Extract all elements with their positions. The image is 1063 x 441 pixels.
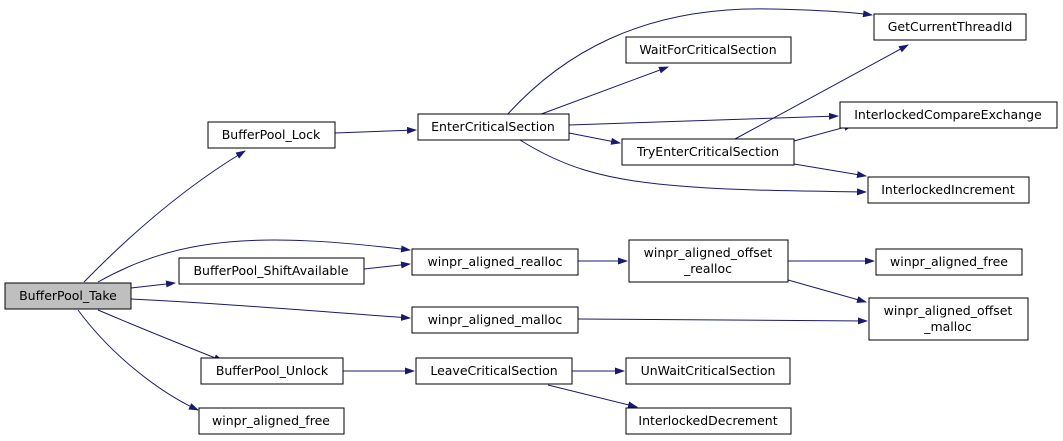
edge-enter-to-try-enter-critical-section bbox=[568, 132, 621, 145]
node-winpr-aligned-free-left-label: winpr_aligned_free bbox=[212, 413, 330, 428]
node-enter-critical-section-label: EnterCriticalSection bbox=[431, 119, 555, 134]
edge-enter-to-wait-for-critical-section bbox=[535, 66, 669, 117]
node-winpr-aligned-realloc[interactable]: winpr_aligned_realloc bbox=[411, 248, 579, 276]
edge-offset-realloc-to-offset-malloc bbox=[787, 279, 867, 303]
node-wait-for-critical-section[interactable]: WaitForCriticalSection bbox=[625, 36, 792, 64]
node-get-current-thread-id-label: GetCurrentThreadId bbox=[888, 19, 1013, 34]
node-interlocked-decrement[interactable]: InterlockedDecrement bbox=[625, 407, 792, 435]
node-winpr-aligned-free-right[interactable]: winpr_aligned_free bbox=[875, 248, 1023, 276]
edge-take-to-unlock bbox=[97, 309, 224, 362]
node-buffer-pool-shift-available-label: BufferPool_ShiftAvailable bbox=[193, 263, 348, 278]
node-winpr-aligned-free-right-label: winpr_aligned_free bbox=[890, 254, 1008, 269]
node-buffer-pool-shift-available[interactable]: BufferPool_ShiftAvailable bbox=[178, 257, 365, 285]
node-winpr-aligned-malloc-label: winpr_aligned_malloc bbox=[428, 312, 563, 327]
node-winpr-aligned-offset-malloc-label-line1: winpr_aligned_offset bbox=[884, 303, 1013, 318]
node-buffer-pool-lock[interactable]: BufferPool_Lock bbox=[207, 121, 336, 149]
node-wait-for-critical-section-label: WaitForCriticalSection bbox=[639, 42, 776, 57]
node-buffer-pool-unlock[interactable]: BufferPool_Unlock bbox=[200, 357, 344, 385]
edge-try-enter-to-get-current-thread-id bbox=[734, 44, 909, 140]
node-buffer-pool-lock-label: BufferPool_Lock bbox=[222, 127, 321, 142]
edge-try-enter-to-interlocked-increment bbox=[793, 163, 867, 178]
edge-take-to-lock bbox=[83, 150, 246, 283]
edge-enter-to-interlocked-compare-exchange bbox=[568, 112, 839, 126]
node-winpr-aligned-offset-realloc-label-line2: _realloc bbox=[683, 261, 732, 276]
edge-enter-to-get-current-thread-id bbox=[505, 8, 873, 117]
node-interlocked-compare-exchange[interactable]: InterlockedCompareExchange bbox=[839, 101, 1058, 129]
node-winpr-aligned-realloc-label: winpr_aligned_realloc bbox=[428, 254, 563, 269]
node-winpr-aligned-free-left[interactable]: winpr_aligned_free bbox=[198, 407, 345, 435]
edge-lock-to-enter-critical-section bbox=[334, 126, 417, 134]
edge-take-to-aligned-free-left bbox=[77, 309, 199, 411]
node-buffer-pool-unlock-label: BufferPool_Unlock bbox=[216, 363, 329, 378]
node-interlocked-increment[interactable]: InterlockedIncrement bbox=[867, 176, 1030, 204]
node-winpr-aligned-offset-malloc-label-line2: _malloc bbox=[923, 319, 972, 334]
node-interlocked-increment-label: InterlockedIncrement bbox=[881, 182, 1015, 197]
node-leave-critical-section[interactable]: LeaveCriticalSection bbox=[415, 357, 573, 385]
node-winpr-aligned-offset-realloc[interactable]: winpr_aligned_offset _realloc bbox=[628, 239, 789, 283]
edge-take-to-malloc bbox=[130, 298, 411, 321]
edge-leave-to-interlocked-decrement bbox=[547, 384, 638, 409]
node-winpr-aligned-offset-realloc-label-line1: winpr_aligned_offset bbox=[644, 245, 773, 260]
node-interlocked-decrement-label: InterlockedDecrement bbox=[638, 413, 777, 428]
node-buffer-pool-take[interactable]: BufferPool_Take bbox=[4, 282, 132, 310]
node-enter-critical-section[interactable]: EnterCriticalSection bbox=[417, 113, 570, 141]
node-leave-critical-section-label: LeaveCriticalSection bbox=[430, 363, 557, 378]
edge-take-to-shift-available bbox=[130, 280, 176, 289]
edge-take-to-realloc bbox=[97, 239, 411, 283]
node-un-wait-critical-section-label: UnWaitCriticalSection bbox=[641, 363, 776, 378]
edge-enter-to-interlocked-increment bbox=[519, 139, 867, 196]
node-get-current-thread-id[interactable]: GetCurrentThreadId bbox=[873, 13, 1027, 41]
node-try-enter-critical-section-label: TryEnterCriticalSection bbox=[636, 144, 779, 159]
node-buffer-pool-take-label: BufferPool_Take bbox=[19, 288, 117, 303]
node-winpr-aligned-malloc[interactable]: winpr_aligned_malloc bbox=[411, 306, 579, 334]
node-un-wait-critical-section[interactable]: UnWaitCriticalSection bbox=[625, 357, 791, 385]
edge-malloc-to-offset-malloc bbox=[577, 317, 868, 325]
node-interlocked-compare-exchange-label: InterlockedCompareExchange bbox=[854, 107, 1042, 122]
node-winpr-aligned-offset-malloc[interactable]: winpr_aligned_offset _malloc bbox=[868, 297, 1029, 341]
edge-shift-available-to-realloc bbox=[363, 261, 411, 270]
node-try-enter-critical-section[interactable]: TryEnterCriticalSection bbox=[621, 138, 795, 166]
